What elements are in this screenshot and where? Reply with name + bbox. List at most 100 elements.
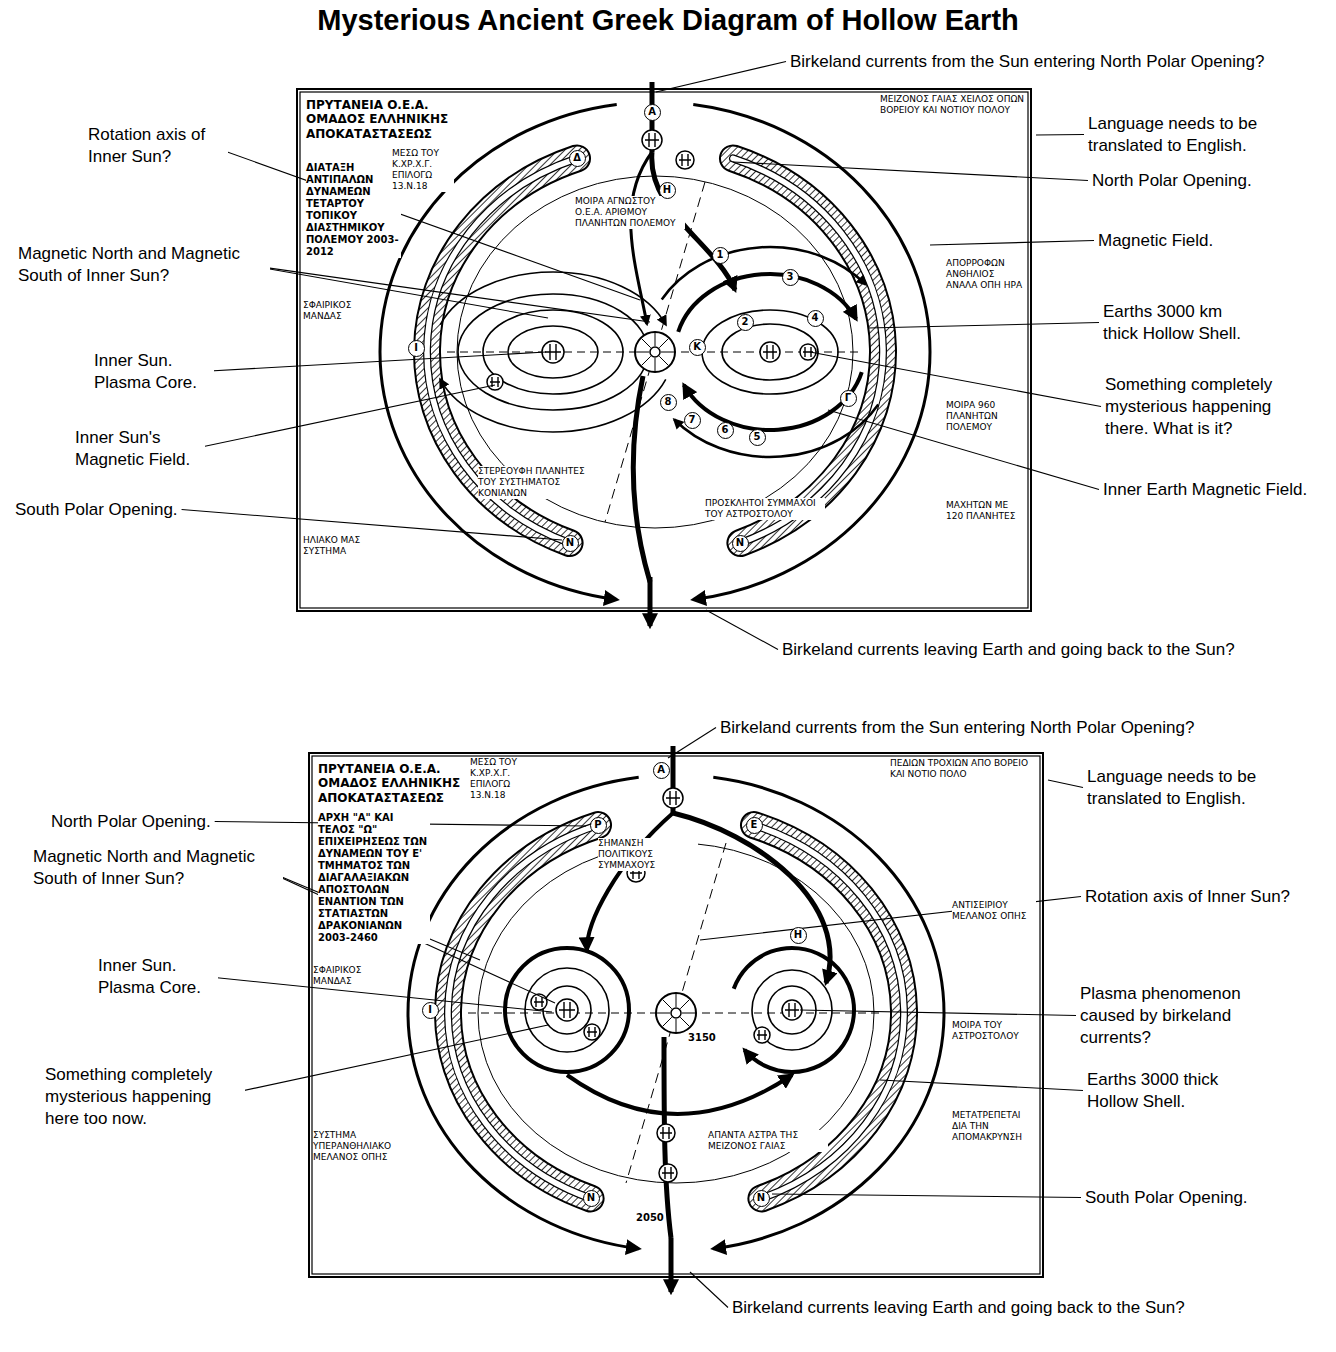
- inner-sun-field: [483, 310, 623, 394]
- core-circle: [635, 332, 675, 372]
- greek-inscription: ΜΟΙΡΑ ΑΓΝΩΣΤΟΥ Ο.Ε.Α. ΑΡΙΘΜΟΥ ΠΛΑΝΗΤΩΝ Π…: [575, 196, 685, 229]
- core-dot: [650, 347, 660, 357]
- panel-inscription: ΑΡΧΗ "Α" ΚΑΙ ΤΕΛΟΣ "Ω" ΕΠΙΧΕΙΡΗΣΕΩΣ ΤΩΝ …: [318, 812, 430, 944]
- core-spoke: [655, 333, 656, 346]
- symbol-mark: [666, 791, 680, 805]
- leader-line: [201, 352, 546, 372]
- shell-band-hatch: [733, 158, 883, 543]
- callout-label: Something completely mysterious happenin…: [1105, 374, 1305, 440]
- greek-inscription: ΠΕΔΙΩΝ ΤΡΟΧΙΩΝ ΑΠΟ ΒΟΡΕΙΟ ΚΑΙ ΝΟΤΙΟ ΠΟΛΟ: [890, 758, 1038, 780]
- leader-line: [930, 241, 1094, 246]
- greek-inscription: ΑΠΑΝΤΑ ΑΣΤΡΑ ΤΗΣ ΜΕΙΖΟΝΟΣ ΓΑΙΑΣ: [708, 1130, 828, 1152]
- callout-label: South Polar Opening.: [1085, 1187, 1248, 1209]
- core-spoke: [676, 1019, 677, 1032]
- circled-letter: Ι: [422, 1002, 439, 1019]
- hollow-earth-figure: [312, 746, 1040, 1292]
- circled-letter: 3: [782, 269, 799, 286]
- symbol-circle: [754, 1027, 770, 1043]
- core-spoke: [659, 339, 668, 348]
- swirl-arc: [678, 274, 856, 332]
- symbol-mark: [757, 1030, 767, 1040]
- birkeland-flow: [633, 376, 650, 582]
- circled-letter: Δ: [569, 150, 586, 167]
- circled-letter: Ι: [408, 340, 425, 357]
- symbol-circle: [760, 342, 780, 362]
- greek-inscription: ΜΟΙΡΑ 960 ΠΛΑΝΗΤΩΝ ΠΟΛΕΜΟΥ: [946, 400, 1026, 433]
- callout-label: Inner Sun's Magnetic Field.: [75, 427, 205, 471]
- core-spoke: [657, 1013, 670, 1014]
- circled-letter: Κ: [689, 339, 706, 356]
- greek-inscription: ΣΦΑΙΡΙΚΟΣ ΜΑΝΔΑΣ: [303, 300, 367, 322]
- circled-letter: 8: [660, 394, 677, 411]
- symbol-mark: [587, 1027, 597, 1037]
- symbol-circle: [531, 994, 547, 1010]
- core-spoke: [655, 358, 656, 371]
- circled-letter: Α: [644, 104, 661, 121]
- callout-label: Plasma phenomenon caused by birkeland cu…: [1080, 983, 1292, 1049]
- core-spoke: [680, 1000, 689, 1009]
- greek-inscription: ΑΠΟΡΡΟΦΩΝ ΑΝΘΗΛΙΟΣ ΑΝΑΛΑ ΟΠΗ ΗΡΑ: [946, 258, 1026, 291]
- callout-label: North Polar Opening.: [1092, 170, 1252, 192]
- symbol-mark: [559, 1002, 575, 1018]
- year-number: 3150: [688, 1032, 716, 1044]
- leader-line: [880, 1080, 1083, 1091]
- circled-letter: Ν: [732, 535, 749, 552]
- symbol-circle: [663, 788, 683, 808]
- callout-label: Language needs to be translated to Engli…: [1088, 113, 1293, 157]
- symbol-mark: [660, 1127, 672, 1139]
- panel-heading: ΠΡΥΤΑΝΕΙΑ Ο.Ε.Α. ΟΜΑΔΟΣ ΕΛΛΗΝΙΚΗΣ ΑΠΟΚΑΤ…: [306, 98, 458, 141]
- inner-earth-field: [722, 324, 818, 380]
- symbol-mark: [645, 133, 659, 147]
- leader-line: [244, 265, 650, 323]
- callout-label: Earths 3000 km thick Hollow Shell.: [1103, 301, 1253, 345]
- swirl-arc: [684, 372, 862, 430]
- symbol-circle: [556, 999, 578, 1021]
- core-spoke: [659, 356, 668, 365]
- greek-inscription: ΜΟΙΡΑ ΤΟΥ ΑΣΤΡΟΣΤΟΛΟΥ: [952, 1020, 1036, 1042]
- diagram-panel: ΠΡΥΤΑΝΕΙΑ Ο.Ε.Α. ΟΜΑΔΟΣ ΕΛΛΗΝΙΚΗΣ ΑΠΟΚΑΤ…: [308, 752, 1044, 1278]
- inner-sun-field: [543, 986, 591, 1034]
- core-spoke: [663, 1000, 672, 1009]
- symbol-mark: [679, 154, 691, 166]
- callout-label: Language needs to be translated to Engli…: [1087, 766, 1292, 810]
- callout-label: Rotation axis of Inner Sun?: [1085, 886, 1290, 908]
- callout-label: South Polar Opening.: [15, 499, 178, 521]
- callout-label: Birkeland currents leaving Earth and goi…: [782, 639, 1235, 661]
- symbol-mark: [545, 344, 561, 360]
- leader-line: [868, 323, 1099, 329]
- greek-inscription: ΜΕΤΑΤΡΕΠΕΤΑΙ ΔΙΑ ΤΗΝ ΑΠΟΜΑΚΡΥΝΣΗ: [952, 1110, 1036, 1143]
- leader-line: [182, 510, 562, 541]
- plasma-loop: [734, 948, 854, 1072]
- symbol-circle: [800, 344, 816, 360]
- circled-letter: 7: [684, 412, 701, 429]
- core-spoke: [661, 352, 674, 353]
- core-circle: [656, 993, 696, 1033]
- greek-inscription: ΣΦΑΙΡΙΚΟΣ ΜΑΝΔΑΣ: [313, 965, 397, 987]
- panel-heading: ΠΡΥΤΑΝΕΙΑ Ο.Ε.Α. ΟΜΑΔΟΣ ΕΛΛΗΝΙΚΗΣ ΑΠΟΚΑΤ…: [318, 762, 470, 805]
- leader-line: [800, 1010, 1076, 1016]
- greek-inscription: ΜΑΧΗΤΩΝ ΜΕ 120 ΠΛΑΝΗΤΕΣ: [946, 500, 1026, 522]
- callout-label: Inner Earth Magnetic Field.: [1103, 479, 1307, 501]
- hollow-earth-figure: [300, 82, 1028, 626]
- circled-letter: Η: [790, 927, 807, 944]
- callout-label: Magnetic Field.: [1098, 230, 1213, 252]
- greek-inscription: ΗΛΙΑΚΟ ΜΑΣ ΣΥΣΤΗΜΑ: [303, 535, 367, 557]
- circled-letter: Ρ: [590, 817, 607, 834]
- greek-inscription: ΜΕΣΩ ΤΟΥ Κ.ΧΡ.Χ.Γ. ΕΠΙΛΟΓΩ 13.Ν.18: [392, 148, 454, 192]
- core-spoke: [642, 339, 651, 348]
- core-spoke: [680, 1017, 689, 1026]
- greek-inscription: ΣΗΜΑΝΣΗ ΠΟΛΙΤΙΚΟΥΣ ΣΥΜΜΑΧΟΥΣ: [598, 838, 698, 871]
- callout-label: Magnetic North and Magnetic South of Inn…: [18, 243, 270, 287]
- symbol-mark: [763, 345, 777, 359]
- leader-line: [194, 385, 495, 449]
- symbol-circle: [487, 374, 503, 390]
- shell-band-channel-inner: [733, 158, 883, 543]
- greek-inscription: ΣΥΣΤΗΜΑ ΥΠΕΡΑΝΘΗΛΙΑΚΟ ΜΕΛΑΝΟΣ ΟΠΗΣ: [313, 1130, 397, 1163]
- core-spoke: [636, 352, 649, 353]
- circled-letter: 2: [737, 314, 754, 331]
- core-spoke: [676, 994, 677, 1007]
- inner-sun-field: [508, 326, 598, 378]
- symbol-mark: [785, 1003, 799, 1017]
- inner-sun-field: [458, 294, 648, 410]
